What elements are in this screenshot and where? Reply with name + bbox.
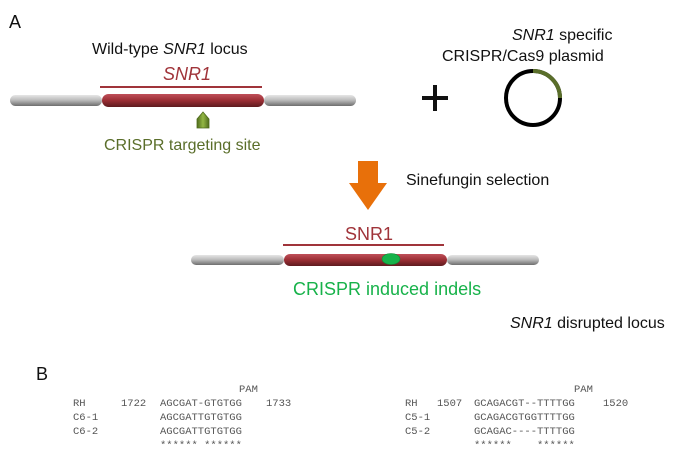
gene-label-bottom: SNR1 [345,224,394,244]
row-end: 1733 [266,398,292,410]
row-seq: GCAGAC----TTTTGG [474,426,575,438]
row-seq: AGCGATTGTGTGG [160,412,242,424]
row-name: RH [73,398,86,410]
plasmid-title-post: specific [554,27,613,44]
consensus-left: ****** ****** [160,440,242,452]
row-seq: GCAGACGT--TTTTGG [474,398,575,410]
pam-label-right: PAM [574,384,593,396]
alignment-row: RH [73,397,86,411]
flank-right-top [264,95,356,106]
wildtype-title-post: locus [205,41,248,58]
row-name: C6-2 [73,426,99,438]
disrupted-gene: SNR1 [510,315,553,332]
plasmid-title-line1: SNR1 specific [512,27,612,45]
row-seq: AGCGATTGTGTGG [160,426,242,438]
row-seq: GCAGACGTGGTTTTGG [474,412,575,424]
wildtype-title-gene: SNR1 [163,41,206,58]
row-name: C6-1 [73,412,99,424]
crispr-site-marker [196,111,210,129]
disrupted-locus-label: SNR1 disrupted locus [510,315,665,333]
plasmid-title-gene: SNR1 [512,27,555,44]
row-seq: AGCGAT-GTGTGG [160,398,242,410]
crispr-site-label: CRISPR targeting site [104,137,261,154]
flank-left-bottom [191,255,284,265]
pam-label-left: PAM [239,384,258,396]
disrupted-post: disrupted locus [552,315,665,332]
row-start: 1722 [121,398,147,410]
consensus-right: ****** ****** [474,440,575,452]
gene-label-top: SNR1 [163,64,212,84]
gene-bar-bottom [284,254,447,266]
selection-label: Sinefungin selection [406,172,550,189]
flank-right-bottom [447,255,539,265]
indels-label: CRISPR induced indels [293,279,482,299]
plasmid-icon [504,69,562,127]
gene-bar-top [102,94,264,107]
row-start: 1507 [437,398,463,410]
panel-b-label: B [36,364,49,384]
wildtype-title-pre: Wild-type [92,41,164,58]
wildtype-locus-title: Wild-type SNR1 locus [92,41,248,59]
flank-left-top [10,95,102,106]
indel-marker [381,253,401,265]
row-name: C5-1 [405,412,431,424]
row-name: C5-2 [405,426,431,438]
panel-a-label: A [9,12,22,32]
row-name: RH [405,398,418,410]
selection-arrow-icon [349,161,387,210]
plasmid-title-line2: CRISPR/Cas9 plasmid [442,48,604,65]
row-end: 1520 [603,398,629,410]
plus-icon [422,85,448,111]
